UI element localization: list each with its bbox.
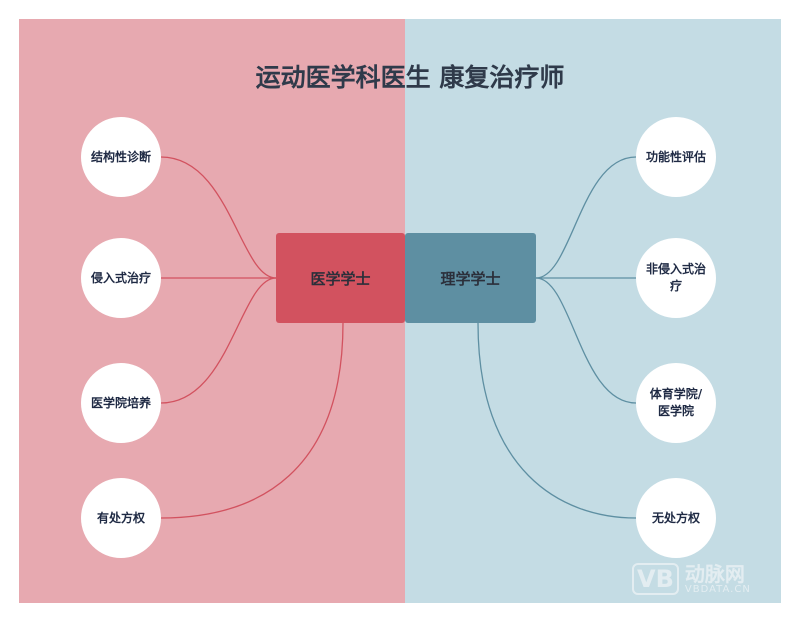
node-left-1: 结构性诊断 bbox=[81, 117, 161, 197]
node-right-1: 功能性评估 bbox=[636, 117, 716, 197]
diagram-title: 运动医学科医生 康复治疗师 bbox=[255, 63, 565, 92]
center-box-medicine: 医学学士 bbox=[276, 233, 405, 323]
connector-left-4 bbox=[160, 322, 344, 519]
node-left-2: 侵入式治疗 bbox=[81, 238, 161, 318]
connector-right-3 bbox=[535, 277, 637, 404]
watermark-site: VBDATA.CN bbox=[684, 583, 751, 595]
node-left-4: 有处方权 bbox=[81, 478, 161, 558]
watermark: VB 动脉网 VBDATA.CN bbox=[632, 563, 751, 595]
connector-right-4 bbox=[477, 322, 637, 519]
connector-right-1 bbox=[535, 156, 637, 279]
watermark-name: 动脉网 bbox=[684, 561, 745, 586]
connector-left-1 bbox=[160, 156, 277, 279]
node-left-3: 医学院培养 bbox=[81, 363, 161, 443]
node-right-2: 非侵入式治疗 bbox=[636, 238, 716, 318]
watermark-logo: VB bbox=[632, 563, 679, 595]
node-right-4: 无处方权 bbox=[636, 478, 716, 558]
node-right-3: 体育学院/医学院 bbox=[636, 363, 716, 443]
connector-left-3 bbox=[160, 277, 277, 404]
center-box-science: 理学学士 bbox=[405, 233, 536, 323]
